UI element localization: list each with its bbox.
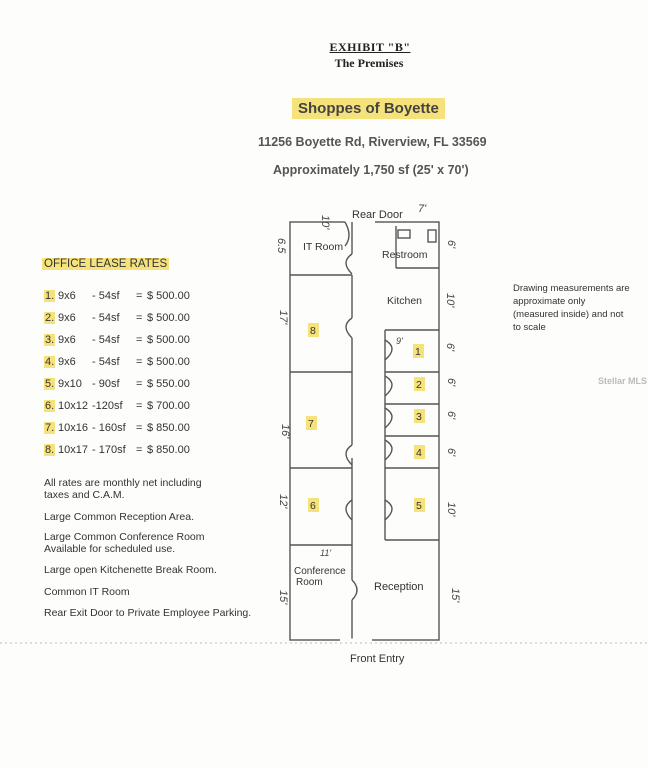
rate-size: 10x17 <box>58 444 88 456</box>
rate-price: $ 550.00 <box>147 378 190 390</box>
dim-room8: 17' <box>277 310 289 325</box>
rate-price: $ 500.00 <box>147 312 190 324</box>
rear-door-label: Rear Door <box>352 209 403 221</box>
rate-price: $ 850.00 <box>147 444 190 456</box>
front-entry-label: Front Entry <box>350 653 405 665</box>
rates-heading: OFFICE LEASE RATES <box>42 258 170 270</box>
note-item: Rear Exit Door to Private Employee Parki… <box>44 607 252 619</box>
rate-size: 10x12 <box>58 400 88 412</box>
rate-sqft: - 160sf <box>92 422 126 434</box>
dim-conference-width: 11' <box>320 548 331 558</box>
kitchen-label: Kitchen <box>387 295 422 307</box>
drawing-note: Drawing measurements are approximate onl… <box>513 283 630 333</box>
rate-equals: = <box>136 290 143 302</box>
rate-price: $ 500.00 <box>147 290 190 302</box>
rate-price: $ 500.00 <box>147 356 190 368</box>
rate-sqft: - 54sf <box>92 290 120 302</box>
dim-room5: 10' <box>445 502 457 517</box>
rate-price: $ 850.00 <box>147 422 190 434</box>
note-item: Large open Kitchenette Break Room. <box>44 564 217 576</box>
note-item: All rates are monthly net including taxe… <box>44 477 202 501</box>
rate-size: 9x6 <box>58 334 76 346</box>
rate-number: 2. <box>44 312 56 324</box>
dim-top-left: 10' <box>319 215 331 230</box>
rate-size: 9x6 <box>58 356 76 368</box>
rate-equals: = <box>136 356 143 368</box>
room-7-label: 7 <box>308 418 314 430</box>
rate-size: 9x6 <box>58 290 76 302</box>
rate-number: 7. <box>44 422 56 434</box>
dim-top-right: 7' <box>418 203 427 215</box>
exhibit-label: EXHIBIT "B" <box>329 40 411 54</box>
dim-room2: 6' <box>445 378 457 387</box>
rate-sqft: - 54sf <box>92 312 120 324</box>
rate-equals: = <box>136 378 143 390</box>
rate-sqft: - 54sf <box>92 334 120 346</box>
note-item: Common IT Room <box>44 586 130 598</box>
rate-equals: = <box>136 312 143 324</box>
dim-it: 6.5 <box>275 238 287 254</box>
property-address: 11256 Boyette Rd, Riverview, FL 33569 <box>258 135 487 149</box>
rate-equals: = <box>136 422 143 434</box>
rate-sqft: - 90sf <box>92 378 120 390</box>
rate-sqft: -120sf <box>92 400 123 412</box>
room-8-label: 8 <box>310 325 316 337</box>
rate-equals: = <box>136 334 143 346</box>
property-size: Approximately 1,750 sf (25' x 70') <box>273 163 469 177</box>
rate-size: 9x6 <box>58 312 76 324</box>
note-item: Large Common Reception Area. <box>44 511 194 523</box>
property-title: Shoppes of Boyette <box>292 98 445 119</box>
reception-label: Reception <box>374 581 424 593</box>
dim-room6: 12' <box>277 494 289 509</box>
dim-room4: 6' <box>445 448 457 457</box>
rate-sqft: - 54sf <box>92 356 120 368</box>
rate-number: 3. <box>44 334 56 346</box>
rate-price: $ 500.00 <box>147 334 190 346</box>
room-6-label: 6 <box>310 500 316 512</box>
note-item: Large Common Conference Room Available f… <box>44 531 205 555</box>
rate-number: 1. <box>44 290 56 302</box>
conference-label-2: Room <box>296 577 323 588</box>
rate-price: $ 700.00 <box>147 400 190 412</box>
room-2-label: 2 <box>416 379 422 391</box>
dim-conference: 15' <box>277 590 289 605</box>
dim-kitchen: 10' <box>444 293 456 308</box>
rate-number: 6. <box>44 400 56 412</box>
rate-equals: = <box>136 400 143 412</box>
conference-label-1: Conference <box>294 566 346 577</box>
room-3-label: 3 <box>416 411 422 423</box>
rate-size: 9x10 <box>58 378 82 390</box>
restroom-label: Restroom <box>382 249 428 261</box>
rate-size: 10x16 <box>58 422 88 434</box>
rate-number: 4. <box>44 356 56 368</box>
dim-room1: 6' <box>444 343 456 352</box>
room-1-label: 1 <box>415 346 421 358</box>
dim-room7: 16' <box>279 424 291 439</box>
rate-sqft: - 170sf <box>92 444 126 456</box>
dim-reception: 15' <box>449 588 461 603</box>
dim-restroom: 6' <box>445 240 457 249</box>
room-4-label: 4 <box>416 447 422 459</box>
rate-number: 8. <box>44 444 56 456</box>
premises-label: The Premises <box>334 56 404 70</box>
it-room-label: IT Room <box>303 241 343 253</box>
dim-room1-width: 9' <box>396 336 403 346</box>
dim-room3: 6' <box>445 411 457 420</box>
rate-number: 5. <box>44 378 56 390</box>
mls-watermark: Stellar MLS <box>598 376 648 386</box>
rate-equals: = <box>136 444 143 456</box>
room-5-label: 5 <box>416 500 422 512</box>
